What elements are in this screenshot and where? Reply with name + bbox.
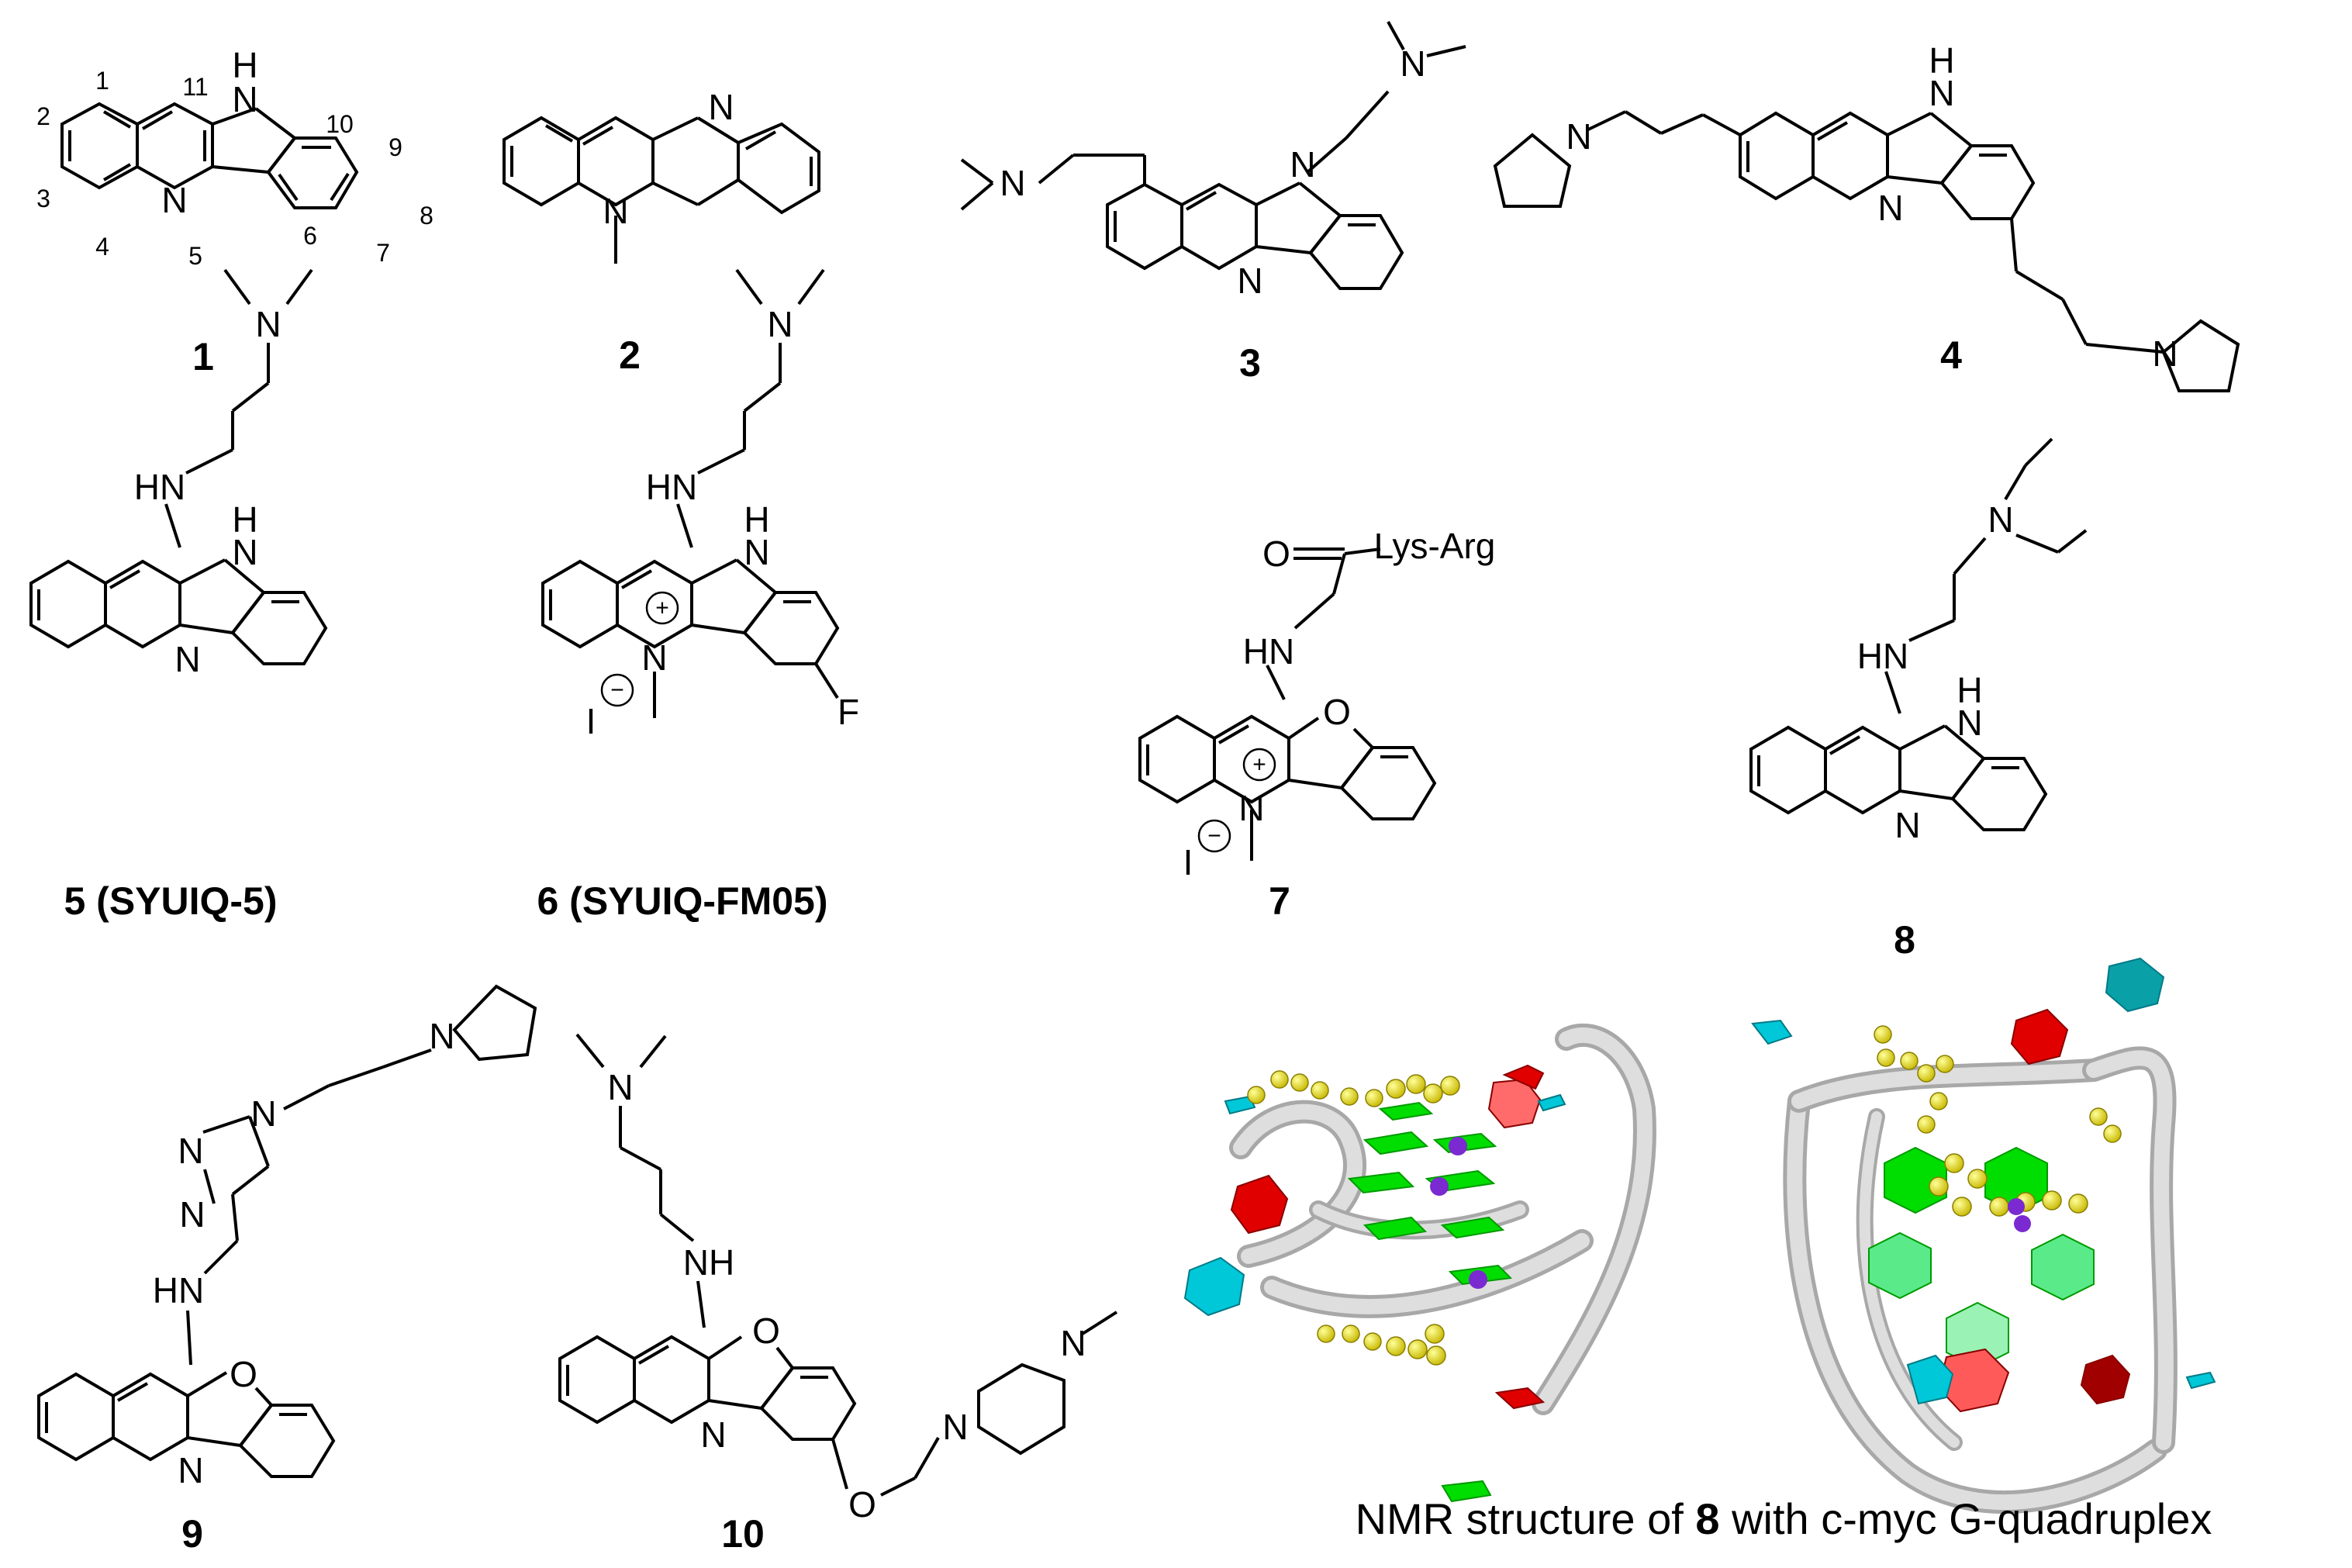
c8-n5-atom: N: [1894, 805, 1920, 845]
c7-minus-charge: −: [1207, 824, 1221, 849]
c8-n-atom: N: [1957, 703, 1982, 743]
c9-triazole-n2: N: [178, 1131, 203, 1171]
compound-8-label: 8: [1894, 918, 1915, 962]
compound-9-label: 9: [181, 1512, 203, 1556]
c1-position-numbers: 1 2 3 4 5 6 7 8 9 10 11: [36, 67, 433, 270]
c6-n-atom: N: [744, 532, 769, 572]
compound-10-label: 10: [721, 1512, 765, 1556]
nmr-structure-top-view: [1751, 957, 2216, 1514]
compound-7: [1138, 547, 1437, 861]
c9-triazole-n1: N: [250, 1093, 276, 1134]
compound-2-label: 2: [619, 333, 641, 377]
c6-minus-charge: −: [610, 678, 624, 703]
svg-text:7: 7: [376, 239, 390, 267]
compound-3-label: 3: [1239, 341, 1261, 385]
c4-pyrrolidine-n2: N: [2152, 333, 2178, 374]
c8-hn-atom: HN: [1857, 636, 1908, 676]
c10-furan-o: O: [752, 1311, 780, 1351]
c4-n5-atom: N: [1877, 188, 1903, 228]
c7-n5-atom: N: [1238, 788, 1264, 828]
svg-text:4: 4: [95, 233, 109, 261]
c6-fluorine: F: [838, 692, 859, 732]
c4-nh-atom: H: [1929, 40, 1954, 81]
c6-n5-atom: N: [641, 637, 667, 678]
c6-h-atom: H: [744, 499, 769, 540]
c6-nme-atom: N: [767, 304, 793, 344]
c5-n-atom: N: [232, 532, 257, 572]
c1-nh-atom: H: [232, 45, 257, 85]
compound-2: [503, 116, 820, 264]
svg-text:3: 3: [36, 185, 50, 212]
c5-h-atom: H: [232, 499, 257, 540]
c2-n2-atom: N: [603, 191, 628, 231]
c9-n5-atom: N: [178, 1450, 203, 1490]
c5-nme-atom: N: [255, 304, 281, 344]
c2-n1-atom: N: [708, 87, 734, 127]
svg-text:2: 2: [36, 102, 50, 130]
c3-n4-atom: N: [1400, 43, 1425, 84]
c10-n5-atom: N: [700, 1414, 726, 1455]
svg-text:1: 1: [95, 67, 109, 95]
compound-8: [1749, 437, 2088, 831]
c7-plus-charge: +: [1252, 752, 1266, 778]
svg-text:9: 9: [389, 133, 402, 161]
c10-piperazine-n2: N: [1060, 1323, 1086, 1363]
compound-7-label: 7: [1269, 879, 1290, 923]
c4-n-atom: N: [1929, 73, 1954, 113]
svg-text:5: 5: [188, 242, 202, 270]
svg-text:8: 8: [420, 202, 433, 230]
c8-h-atom: H: [1957, 670, 1982, 710]
c10-piperazine-n1: N: [942, 1407, 968, 1447]
c10-ether-o: O: [848, 1484, 876, 1525]
compound-1-label: 1: [192, 335, 214, 378]
compound-6-label: 6 (SYUIQ-FM05): [537, 879, 827, 923]
nmr-structure-side-view: [1183, 1024, 1656, 1503]
c1-n-atom: N: [232, 79, 257, 119]
c7-carbonyl-o: O: [1262, 534, 1290, 574]
c6-plus-charge: +: [655, 596, 669, 621]
c3-n3-atom: N: [1237, 261, 1262, 301]
c5-n5-atom: N: [174, 639, 200, 679]
c10-nme-atom: N: [607, 1067, 633, 1107]
c7-hn-atom: HN: [1243, 631, 1294, 672]
compound-5: [29, 268, 328, 665]
compound-9: [37, 984, 537, 1478]
compound-4: [1493, 110, 2240, 392]
c7-peptide: Lys-Arg: [1374, 526, 1496, 566]
c7-furan-o: O: [1323, 692, 1351, 732]
c6-iodide: I: [586, 701, 596, 741]
c8-net-atom: N: [1988, 499, 2013, 540]
nmr-caption: NMR structure of 8 with c-myc G-quadrupl…: [1356, 1494, 2212, 1543]
svg-text:10: 10: [326, 110, 354, 138]
compound-4-label: 4: [1940, 333, 1962, 377]
c3-n1-atom: N: [1000, 163, 1025, 203]
c7-iodide: I: [1183, 842, 1193, 882]
c9-furan-o: O: [230, 1354, 257, 1394]
compound-3: [960, 21, 1466, 290]
c9-hn-atom: HN: [153, 1270, 204, 1311]
c9-pyrrolidine-n: N: [429, 1016, 454, 1056]
c1-n5-atom: N: [161, 180, 187, 220]
c9-triazole-n3: N: [179, 1194, 205, 1235]
c3-n2-atom: N: [1290, 144, 1315, 185]
svg-text:11: 11: [182, 73, 208, 101]
c10-nh-atom: NH: [683, 1242, 734, 1283]
compound-6: [541, 268, 840, 718]
c5-hn-atom: HN: [134, 467, 185, 507]
compound-5-label: 5 (SYUIQ-5): [64, 879, 277, 923]
compound-1: [60, 102, 359, 209]
c6-hn-atom: HN: [646, 467, 697, 507]
compound-10: [558, 1033, 1118, 1497]
svg-text:6: 6: [303, 222, 317, 250]
c4-pyrrolidine-n1: N: [1566, 116, 1591, 157]
